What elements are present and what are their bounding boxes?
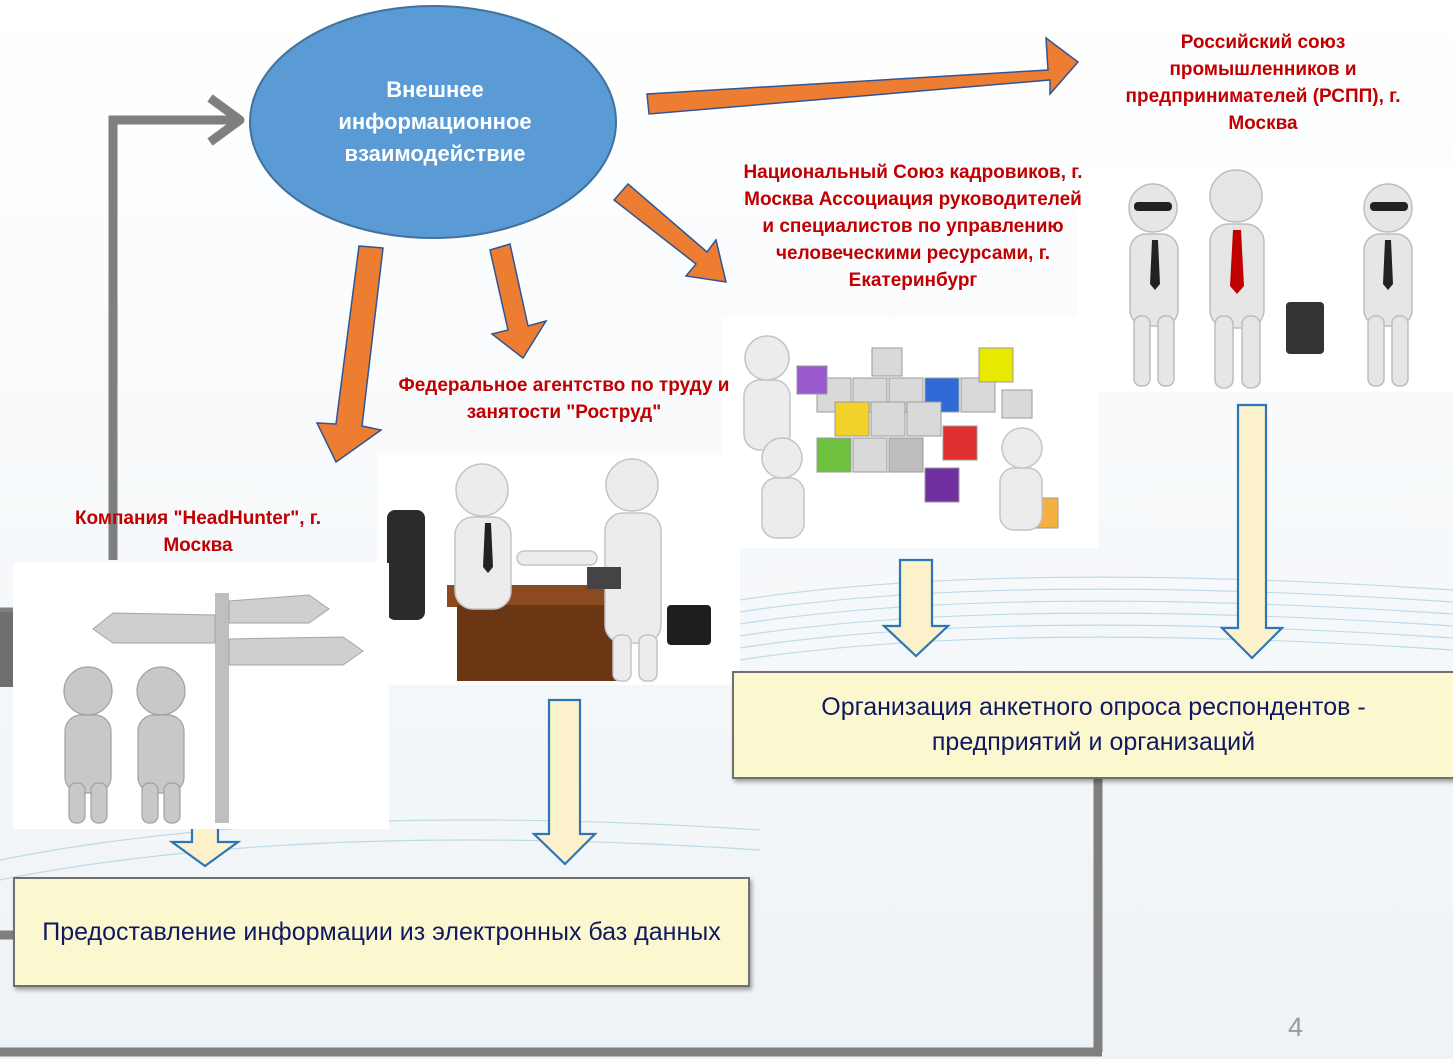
- databases-result-text: Предоставление информации из электронных…: [42, 917, 721, 946]
- orange-arrows: [315, 36, 1080, 464]
- cubes-teamwork-image: [743, 335, 1059, 539]
- signpost-people-image: [63, 593, 364, 824]
- wave-decoration: [0, 576, 1453, 881]
- handshake-office-image: [387, 458, 711, 682]
- arrow-to-hr-union: [612, 182, 727, 283]
- arrow-to-headhunter: [315, 245, 384, 464]
- org-hr-union-label: Национальный Союз кадровиков, г. Москва …: [743, 162, 1083, 291]
- signpost-illustration: [13, 563, 389, 829]
- survey-result-box: Организация анкетного опроса респонденто…: [732, 671, 1453, 779]
- survey-result-text: Организация анкетного опроса респонденто…: [821, 693, 1366, 756]
- center-ellipse: [249, 5, 617, 239]
- handshake-illustration: [377, 455, 740, 685]
- down-arrow-rostrud: [531, 698, 598, 866]
- arrow-to-rspp: [646, 36, 1080, 115]
- left-edge-bar: [0, 612, 14, 687]
- businessmen-figures-image: [1128, 169, 1413, 389]
- pale-down-arrows: [168, 403, 1285, 868]
- databases-result-box: Предоставление информации из электронных…: [13, 877, 750, 987]
- arrow-to-rostrud: [489, 243, 548, 360]
- org-headhunter-label: Компания "HeadHunter", г. Москва: [74, 508, 322, 556]
- center-node-label: Внешнее информационное взаимодействие: [338, 77, 532, 166]
- down-arrow-hr-union: [881, 558, 951, 658]
- org-rspp-label: Российский союз промышленников и предпри…: [1125, 32, 1401, 134]
- org-rostrud-label: Федеральное агентство по труду и занятос…: [398, 375, 730, 423]
- down-arrow-rspp: [1219, 403, 1285, 660]
- businessmen-illustration: [1078, 166, 1453, 392]
- cubes-illustration: [722, 318, 1098, 548]
- page-number: 4: [1288, 1012, 1304, 1042]
